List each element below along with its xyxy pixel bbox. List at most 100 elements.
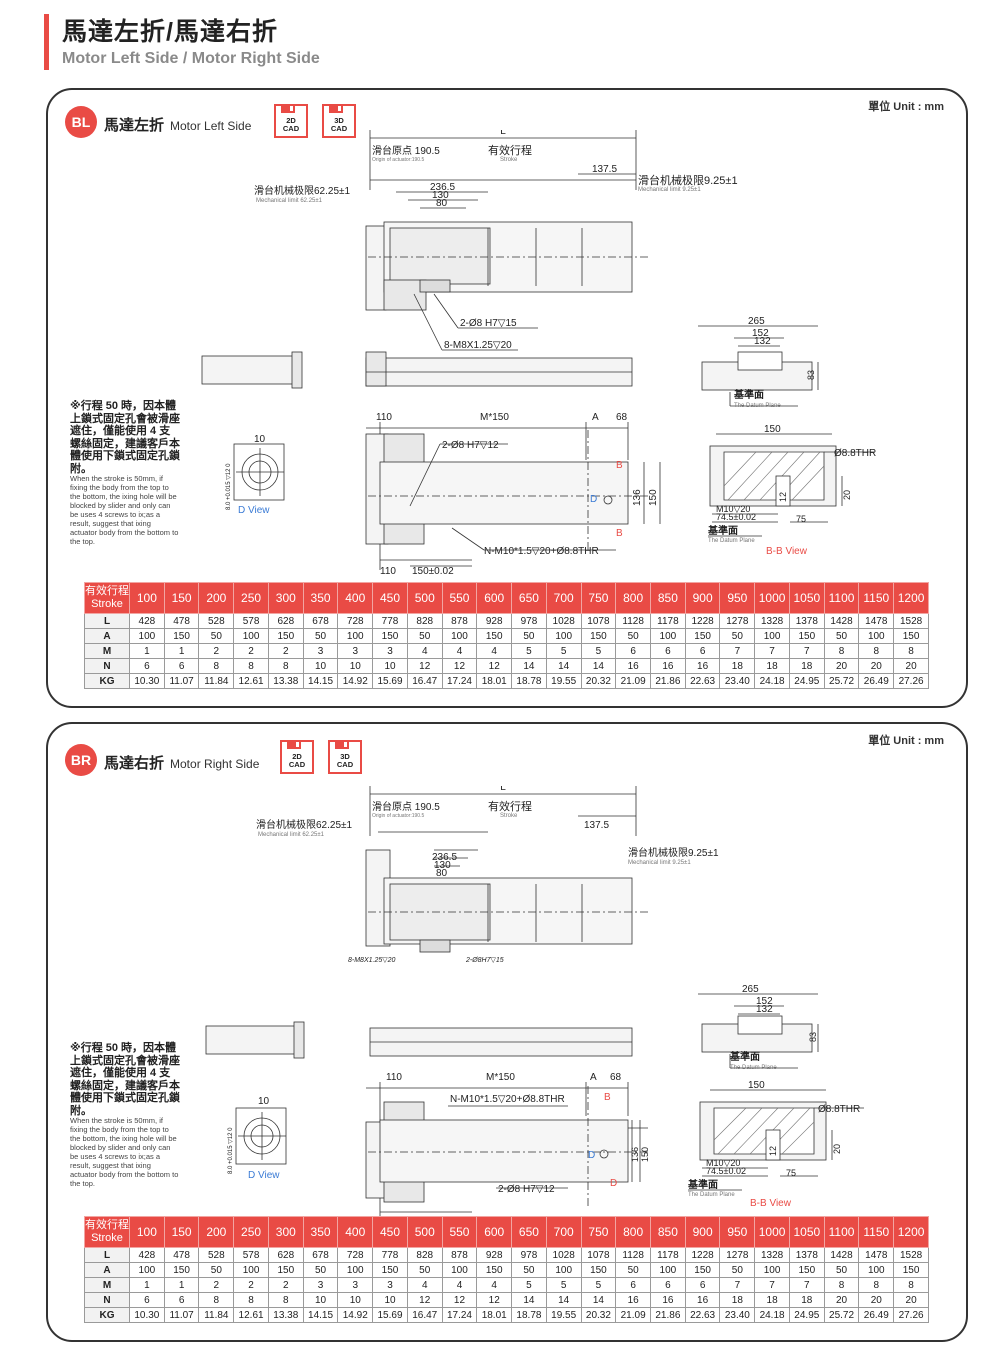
table-cell: 100 xyxy=(337,1262,374,1278)
datum-label: 基準面 xyxy=(729,1050,760,1063)
dview-tol: 8.0 +0.015 ▽12 0 xyxy=(228,1127,234,1174)
row-label: L xyxy=(84,1247,130,1263)
label-tap: 8-M8X1.25▽20 xyxy=(348,957,396,964)
dim-L: L xyxy=(500,786,506,793)
table-cell: 3 xyxy=(337,1277,374,1293)
bb-745: 74.5±0.02 xyxy=(706,1166,746,1176)
table-cell: 3 xyxy=(337,643,374,659)
section-B-top: B xyxy=(604,1092,611,1103)
bb-view-label: B-B View xyxy=(750,1198,792,1209)
table-cell: 14 xyxy=(511,658,547,674)
table-cell: 100 xyxy=(858,1262,895,1278)
bb-m10: M10▽20 xyxy=(706,1158,740,1168)
dim-236: 236.5 xyxy=(432,852,457,863)
table-cell: 20.32 xyxy=(580,673,617,689)
table-cell: 1278 xyxy=(719,1247,756,1263)
dim-origin-en: Origin of actuator:190.5 xyxy=(372,157,424,163)
stroke-header-cell: 1050 xyxy=(788,582,825,614)
stroke-header-cell: 750 xyxy=(580,1216,617,1248)
dim-mech-right-en: Mechanical limit 9.25±1 xyxy=(638,187,701,193)
table-cell: 12 xyxy=(441,1292,478,1308)
table-cell: 100 xyxy=(233,628,269,644)
table-cell: 100 xyxy=(754,1262,790,1278)
dim-80: 80 xyxy=(436,868,448,879)
label-hole: 2-Ø8H7▽15 xyxy=(465,957,504,964)
table-cell: 16 xyxy=(684,658,721,674)
table-cell: 10 xyxy=(372,1292,408,1308)
dim-265: 265 xyxy=(742,984,759,995)
dim-152: 152 xyxy=(752,328,769,339)
panel-title-en: Motor Left Side xyxy=(170,119,252,133)
table-cell: 10 xyxy=(372,658,408,674)
table-cell: 22.63 xyxy=(684,673,721,689)
panel-title-zh: 馬達左折 xyxy=(104,117,165,134)
table-cell: 150 xyxy=(788,628,825,644)
table-cell: 24.95 xyxy=(788,1307,825,1323)
stroke-note-en: When the stroke is 50mm, if fixing the b… xyxy=(70,1116,179,1188)
table-cell: 15.69 xyxy=(372,1307,408,1323)
table-cell: 150 xyxy=(893,628,929,644)
table-cell: 5 xyxy=(580,1277,617,1293)
table-cell: 6 xyxy=(684,1277,721,1293)
bb-20: 20 xyxy=(842,490,852,500)
technical-drawing: L 滑台原点 190.5 Origin of actuator:190.5 有效… xyxy=(201,130,876,576)
table-cell: 8 xyxy=(823,1277,860,1293)
bb-datum-en: The Datum Plane xyxy=(688,1192,735,1198)
stroke-header-cell: 350 xyxy=(302,1216,339,1248)
table-cell: 728 xyxy=(337,613,374,629)
table-cell: 5 xyxy=(511,1277,547,1293)
table-cell: 150 xyxy=(163,1262,200,1278)
dim-150: 150 xyxy=(640,1147,650,1162)
table-cell: 150 xyxy=(267,628,304,644)
table-cell: 50 xyxy=(302,628,339,644)
dim-L: L xyxy=(500,130,506,137)
bb-12: 12 xyxy=(778,492,788,502)
dim-132: 132 xyxy=(754,336,771,347)
dim-mech-right-en: Mechanical limit 9.25±1 xyxy=(628,860,691,866)
table-cell: 8 xyxy=(198,1292,235,1308)
technical-drawing: L 滑台原点 190.5 Origin of actuator:190.5 有效… xyxy=(205,786,864,1216)
table-cell: 4 xyxy=(441,1277,478,1293)
table-cell: 50 xyxy=(615,1262,652,1278)
dim-mech-left-en: Mechanical limit 62.25±1 xyxy=(256,198,323,204)
stroke-header-cell: 700 xyxy=(545,582,582,614)
table-cell: 20.32 xyxy=(580,1307,617,1323)
datum-label-en: The Datum Plane xyxy=(734,403,781,409)
table-cell: 6 xyxy=(650,643,686,659)
table-cell: 1328 xyxy=(754,613,790,629)
table-cell: 10 xyxy=(337,1292,374,1308)
table-cell: 100 xyxy=(650,628,686,644)
table-cell: 1028 xyxy=(545,613,582,629)
table-cell: 10 xyxy=(337,658,374,674)
stroke-header-cell: 500 xyxy=(406,1216,443,1248)
table-cell: 50 xyxy=(823,628,860,644)
table-cell: 150 xyxy=(580,1262,617,1278)
stroke-label-en: Stroke xyxy=(91,598,123,610)
table-cell: 50 xyxy=(823,1262,860,1278)
table-cell: 20 xyxy=(858,1292,895,1308)
table-cell: 6 xyxy=(129,1292,165,1308)
table-cell: 2 xyxy=(198,643,235,659)
dim-mech-left: 滑台机械极限62.25±1 xyxy=(256,818,353,831)
stroke-header-cell: 1200 xyxy=(893,582,929,614)
bb-dim-150: 150 xyxy=(748,1080,765,1091)
table-cell: 27.26 xyxy=(893,673,929,689)
dview-label: D View xyxy=(238,505,270,516)
table-cell: 18.78 xyxy=(511,673,547,689)
stroke-header-cell: 700 xyxy=(545,1216,582,1248)
table-cell: 12 xyxy=(441,658,478,674)
stroke-header-cell: 400 xyxy=(337,1216,374,1248)
table-cell: 100 xyxy=(337,628,374,644)
table-cell: 15.69 xyxy=(372,673,408,689)
stroke-header-cell: 150 xyxy=(163,582,200,614)
table-cell: 8 xyxy=(267,658,304,674)
